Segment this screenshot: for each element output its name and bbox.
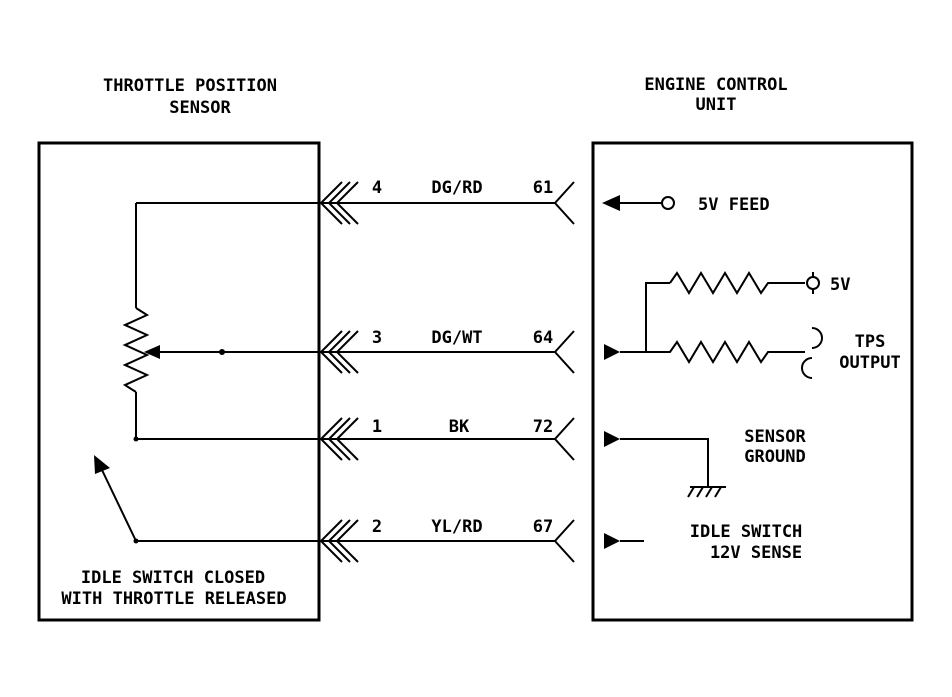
input-arrow-icon bbox=[604, 533, 620, 549]
junction-dot bbox=[219, 349, 225, 355]
idle-switch-note-line2: WITH THROTTLE RELEASED bbox=[61, 589, 286, 609]
input-arrow-icon bbox=[604, 431, 620, 447]
tps-pin-2: 2 bbox=[372, 517, 382, 537]
idle-sense-label-line2: 12V SENSE bbox=[710, 543, 802, 563]
wire-color-dgrd: DG/RD bbox=[431, 178, 482, 198]
ecu-title-line2: UNIT bbox=[696, 95, 737, 115]
ecu-title-line1: ENGINE CONTROL bbox=[644, 75, 787, 95]
ecu-box bbox=[591, 141, 914, 622]
ecu-connector-pin64 bbox=[553, 330, 575, 374]
ecu-pin-61: 61 bbox=[533, 178, 553, 198]
idle-sense-label-line1: IDLE SWITCH bbox=[690, 522, 803, 542]
wire-row-pin3: 3 DG/WT 64 bbox=[155, 328, 575, 374]
input-arrow-icon bbox=[604, 344, 620, 360]
ecu-pin-72: 72 bbox=[533, 417, 553, 437]
ecu-connector-pin61 bbox=[553, 181, 575, 225]
wire-color-ylrd: YL/RD bbox=[431, 517, 482, 537]
ecu-tps-circuit bbox=[604, 271, 823, 379]
output-terminal-bottom bbox=[801, 357, 813, 379]
tps-output-label-line2: OUTPUT bbox=[839, 353, 900, 373]
output-terminal-top bbox=[811, 327, 823, 349]
sensor-ground-label-line1: SENSOR bbox=[744, 427, 806, 447]
series-resistor bbox=[646, 340, 805, 364]
tps-pin-1: 1 bbox=[372, 417, 382, 437]
idle-switch-note-line1: IDLE SWITCH CLOSED bbox=[81, 568, 265, 588]
wire-row-pin1: 1 BK 72 bbox=[136, 417, 575, 461]
wiper-arrow-icon bbox=[144, 345, 160, 359]
ecu-connector-pin67 bbox=[553, 519, 575, 563]
feed-5v-label: 5V FEED bbox=[698, 195, 770, 215]
ecu-pin-67: 67 bbox=[533, 517, 553, 537]
tps-pin-3: 3 bbox=[372, 328, 382, 348]
terminal-circle-5v bbox=[806, 276, 820, 290]
tps-title-line2: SENSOR bbox=[169, 98, 231, 118]
sensor-ground-label-line2: GROUND bbox=[744, 447, 805, 467]
ecu-idle-sense bbox=[604, 533, 644, 549]
wire-color-dgwt: DG/WT bbox=[431, 328, 482, 348]
feed-arrow-icon bbox=[602, 195, 620, 211]
ecu-5v-feed bbox=[602, 195, 675, 211]
potentiometer-symbol bbox=[122, 203, 225, 442]
wire-row-pin2: 2 YL/RD 67 bbox=[136, 517, 575, 563]
tps-output-label-line1: TPS bbox=[855, 332, 886, 352]
ref-5v-label: 5V bbox=[830, 275, 850, 295]
ecu-sensor-ground bbox=[604, 431, 726, 498]
tps-title-line1: THROTTLE POSITION bbox=[103, 76, 277, 96]
pullup-resistor bbox=[669, 271, 805, 295]
ecu-pin-64: 64 bbox=[533, 328, 553, 348]
tps-box bbox=[37, 141, 321, 622]
idle-switch-symbol bbox=[94, 455, 139, 544]
switch-arrow-icon bbox=[94, 455, 110, 474]
tps-pin-4: 4 bbox=[372, 178, 382, 198]
terminal-circle bbox=[661, 196, 675, 210]
ecu-connector-pin72 bbox=[553, 417, 575, 461]
wire-row-pin4: 4 DG/RD 61 bbox=[136, 178, 575, 225]
wire-color-bk: BK bbox=[449, 417, 470, 437]
